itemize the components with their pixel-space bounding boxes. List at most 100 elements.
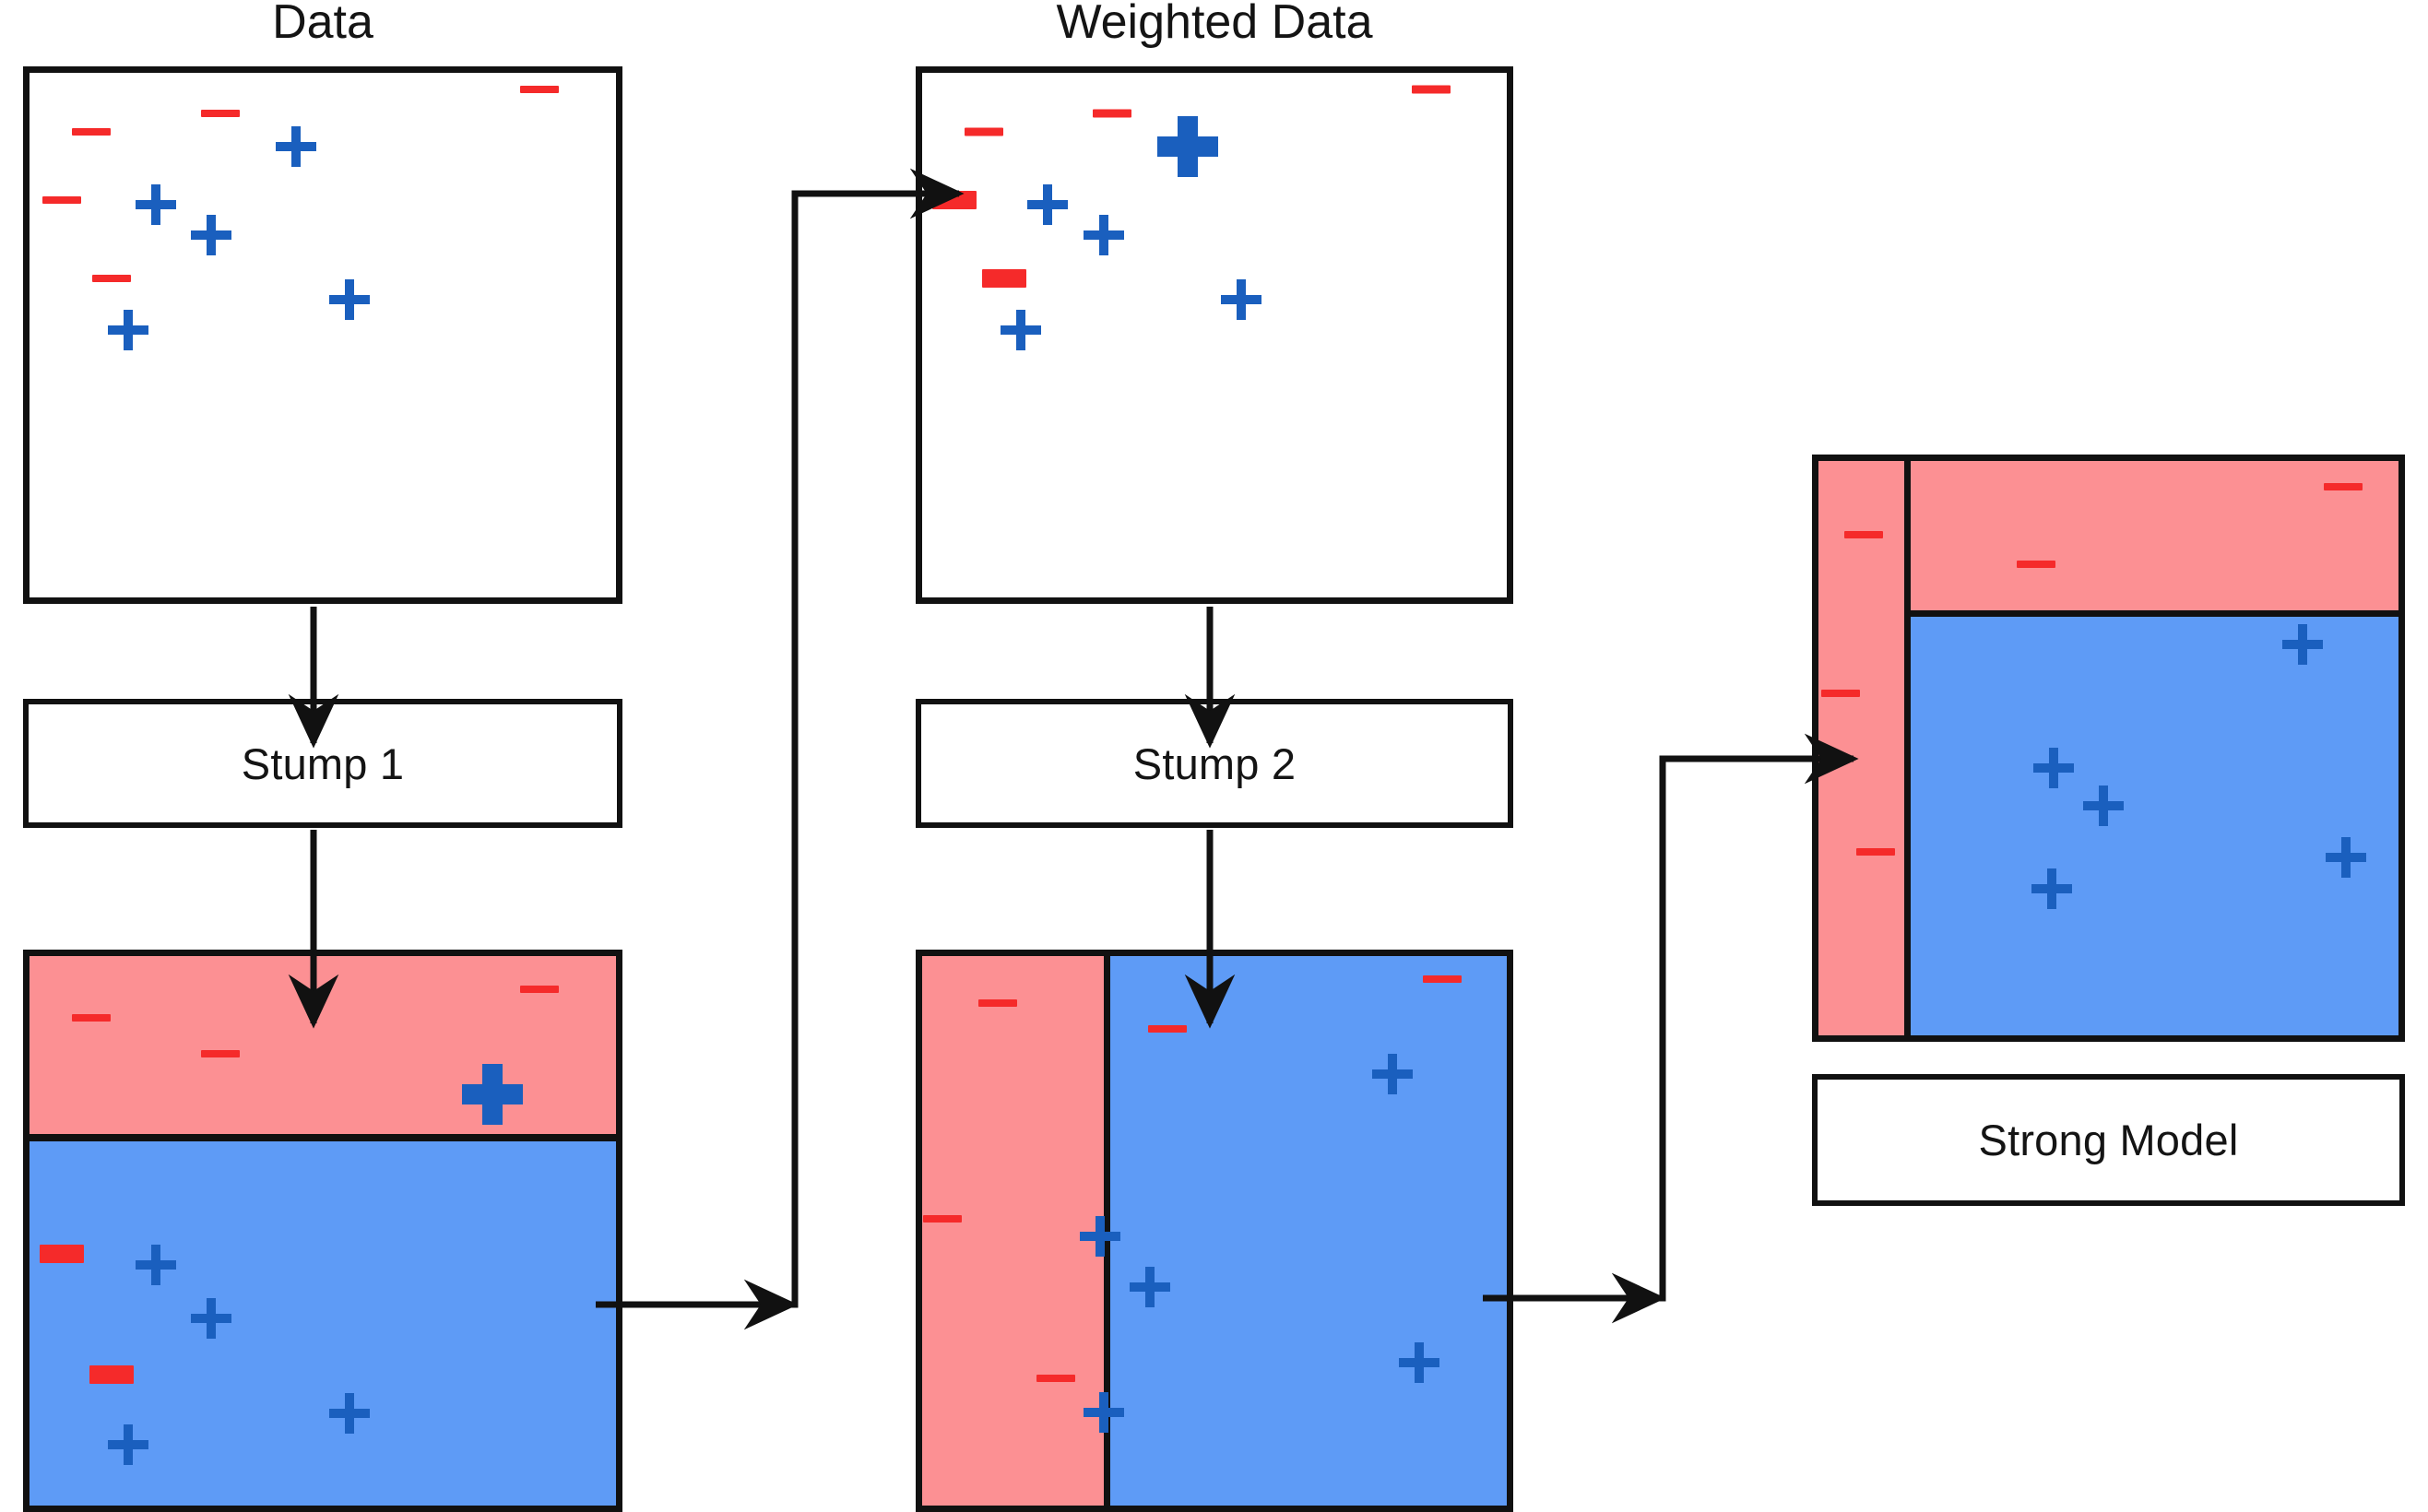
region-negative-left: [922, 956, 1107, 1506]
marker-minus: [1036, 1374, 1075, 1382]
marker-plus: [107, 1424, 148, 1466]
arrow-result2-to-strong: [1483, 733, 1859, 1302]
region-positive-block: [1906, 613, 2398, 1035]
marker-plus: [1157, 115, 1219, 177]
marker-plus: [276, 125, 317, 167]
decision-boundary-vertical: [1103, 956, 1110, 1506]
region-negative-top: [30, 956, 616, 1138]
decision-boundary-horizontal: [30, 1133, 616, 1141]
marker-minus: [200, 1050, 240, 1058]
marker-minus: [41, 195, 81, 204]
marker-plus: [135, 184, 176, 226]
marker-plus: [191, 1298, 232, 1340]
marker-minus: [978, 998, 1018, 1007]
plus-bar-vertical: [1388, 1054, 1398, 1095]
caption-data: Data: [272, 0, 373, 49]
arrow-result1-to-weighted: [596, 168, 965, 1308]
marker-plus: [1027, 184, 1069, 226]
decision-boundary-vertical: [1903, 461, 1911, 1035]
marker-minus: [1820, 690, 1860, 698]
marker-minus: [520, 985, 560, 993]
decision-boundary-horizontal: [1906, 610, 2398, 618]
box-stump-2[interactable]: Stump 2: [916, 699, 1513, 828]
marker-plus: [2031, 868, 2072, 910]
marker-minus: [1844, 530, 1884, 538]
marker-minus: [1148, 1024, 1188, 1033]
marker-minus: [89, 1365, 135, 1385]
plus-bar-vertical: [2341, 836, 2351, 878]
marker-minus: [1855, 847, 1895, 856]
plus-bar-vertical: [344, 1392, 354, 1434]
panel-weighted-data: [916, 66, 1513, 604]
marker-minus: [200, 110, 240, 118]
marker-minus: [2016, 561, 2055, 569]
marker-plus: [2282, 624, 2324, 666]
box-stump-1[interactable]: Stump 1: [23, 699, 622, 828]
plus-bar-vertical: [1098, 1391, 1108, 1433]
panel-data: [23, 66, 622, 604]
marker-minus: [931, 190, 977, 209]
marker-plus: [1080, 1215, 1121, 1257]
plus-bar-vertical: [1015, 309, 1025, 350]
marker-plus: [2032, 748, 2074, 789]
plus-bar-vertical: [2046, 868, 2056, 910]
plus-bar-vertical: [2298, 624, 2308, 666]
region-negative-left-strip: [1818, 461, 1907, 1035]
panel-stump-2-result: [916, 950, 1513, 1512]
marker-minus: [71, 1013, 111, 1022]
plus-bar-vertical: [1236, 278, 1246, 320]
marker-plus: [1130, 1266, 1171, 1307]
plus-bar-vertical: [344, 278, 354, 320]
marker-minus: [1411, 85, 1451, 94]
panel-strong-model-regions: [1812, 455, 2405, 1042]
plus-bar-vertical: [150, 184, 160, 226]
marker-plus: [328, 278, 370, 320]
panel-stump-1-result: [23, 950, 622, 1512]
marker-plus: [2326, 836, 2367, 878]
marker-plus: [1398, 1342, 1439, 1384]
box-stump-2-label: Stump 2: [1132, 738, 1297, 788]
marker-plus: [462, 1064, 524, 1126]
plus-bar-vertical: [1096, 1215, 1106, 1257]
marker-plus: [1083, 215, 1124, 256]
box-strong-model-label: Strong Model: [1978, 1116, 2239, 1164]
plus-bar-vertical: [123, 1424, 133, 1466]
marker-minus: [964, 127, 1003, 136]
plus-bar-vertical: [123, 309, 133, 350]
caption-weighted-data: Weighted Data: [1056, 0, 1373, 49]
plus-bar-vertical: [1178, 115, 1199, 177]
marker-plus: [107, 309, 148, 350]
marker-plus: [2083, 785, 2125, 826]
box-strong-model[interactable]: Strong Model: [1812, 1074, 2405, 1206]
plus-bar-vertical: [291, 125, 302, 167]
marker-plus: [1220, 278, 1261, 320]
marker-minus: [71, 127, 111, 136]
plus-bar-vertical: [207, 215, 217, 256]
marker-minus: [39, 1245, 84, 1264]
plus-bar-vertical: [207, 1298, 217, 1340]
plus-bar-vertical: [1098, 215, 1108, 256]
box-stump-1-label: Stump 1: [241, 738, 405, 788]
marker-plus: [1372, 1054, 1414, 1095]
plus-bar-vertical: [150, 1244, 160, 1285]
plus-bar-vertical: [1414, 1342, 1424, 1384]
marker-minus: [1423, 975, 1463, 984]
plus-bar-vertical: [2099, 785, 2109, 826]
region-negative-top-strip: [1818, 461, 2398, 614]
marker-plus: [135, 1244, 176, 1285]
marker-minus: [92, 275, 132, 283]
marker-plus: [1000, 309, 1041, 350]
region-positive-right: [1106, 956, 1507, 1506]
plus-bar-vertical: [2048, 748, 2058, 789]
marker-minus: [981, 269, 1026, 289]
plus-bar-vertical: [1145, 1266, 1155, 1307]
marker-plus: [328, 1392, 370, 1434]
plus-bar-vertical: [1043, 184, 1053, 226]
marker-plus: [1083, 1391, 1124, 1433]
marker-minus: [520, 86, 560, 94]
marker-plus: [191, 215, 232, 256]
plus-bar-vertical: [482, 1064, 503, 1126]
marker-minus: [1093, 109, 1132, 118]
marker-minus: [2324, 483, 2363, 491]
